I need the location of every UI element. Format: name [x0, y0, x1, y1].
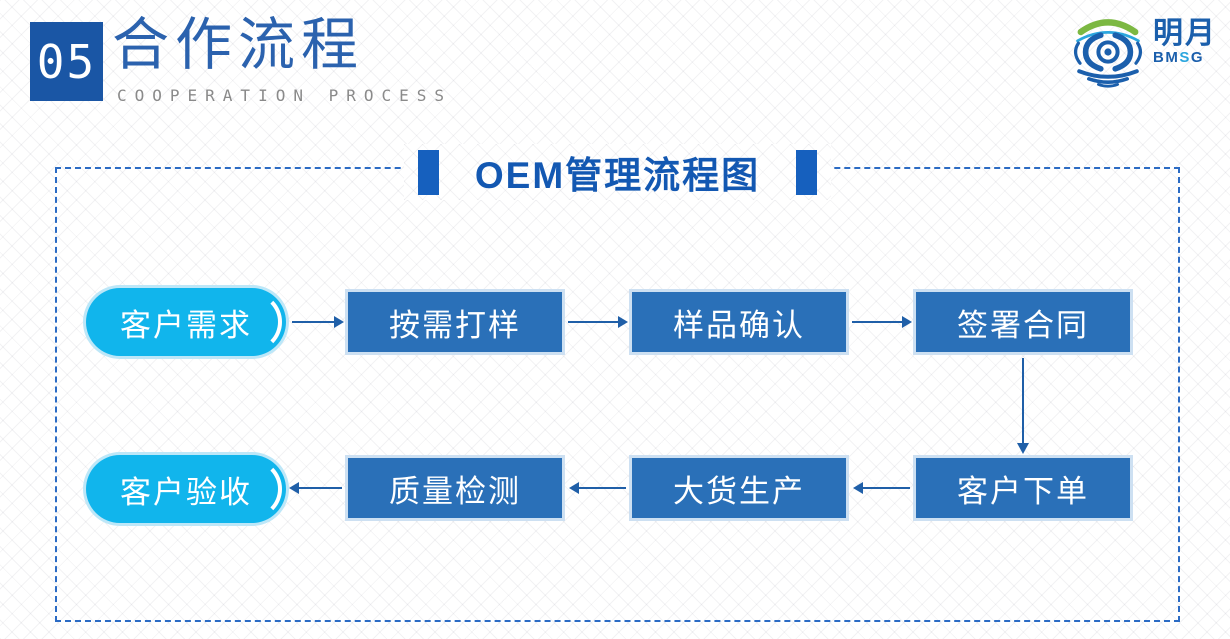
flow-step-bulk-production: 大货生产	[629, 455, 849, 521]
arrow-left-icon	[289, 482, 342, 494]
section-number-box: 05	[30, 22, 103, 101]
title-right-bar-icon	[796, 149, 818, 195]
flow-step-customer-acceptance: 客户验收	[86, 455, 286, 523]
flow-step-label: 客户下单	[957, 473, 1089, 509]
flow-title-group: OEM管理流程图	[404, 144, 831, 200]
logo-text: 明月 BMSG	[1153, 18, 1217, 66]
arrowhead-left-icon	[853, 482, 863, 494]
arrow-right-icon	[852, 316, 912, 328]
flow-step-quality-inspection: 质量检测	[345, 455, 565, 521]
flow-step-sign-contract: 签署合同	[913, 289, 1133, 355]
arrow-right-icon	[568, 316, 628, 328]
flow-step-sample-confirm: 样品确认	[629, 289, 849, 355]
flow-step-label: 签署合同	[957, 307, 1089, 343]
arrowhead-left-icon	[289, 482, 299, 494]
logo-abbr-g: G	[1190, 48, 1205, 66]
arrowhead-right-icon	[618, 316, 628, 328]
arrow-left-icon	[853, 482, 910, 494]
arrowhead-right-icon	[334, 316, 344, 328]
flow-step-customer-demand: 客户需求	[86, 288, 286, 356]
flow-dashed-frame	[55, 167, 1180, 622]
flow-step-label: 按需打样	[389, 307, 521, 343]
arrowhead-left-icon	[569, 482, 579, 494]
company-logo: 明月 BMSG	[1068, 6, 1217, 90]
logo-eye-globe-icon	[1074, 19, 1142, 88]
arrowhead-right-icon	[902, 316, 912, 328]
title-left-bar-icon	[417, 149, 439, 195]
flow-title-row: OEM管理流程图	[55, 144, 1180, 200]
section-subtitle: COOPERATION PROCESS	[117, 86, 453, 105]
arrowhead-down-icon	[1017, 443, 1029, 454]
flow-step-label: 客户验收	[120, 474, 252, 510]
logo-abbr: BMSG	[1153, 48, 1217, 67]
section-number: 05	[36, 34, 97, 89]
flow-step-label: 大货生产	[673, 473, 805, 509]
flow-step-sampling: 按需打样	[345, 289, 565, 355]
arrow-left-icon	[569, 482, 626, 494]
flow-step-label: 样品确认	[673, 307, 805, 343]
arrow-down-icon	[1017, 358, 1029, 454]
logo-abbr-bm: BM	[1153, 48, 1180, 66]
flow-title: OEM管理流程图	[474, 155, 761, 196]
arrow-right-icon	[292, 316, 344, 328]
flow-step-label: 质量检测	[389, 473, 521, 509]
logo-abbr-s: S	[1179, 48, 1191, 66]
section-title: 合作流程	[112, 12, 364, 78]
logo-name: 明月	[1153, 17, 1217, 50]
flow-step-label: 客户需求	[120, 307, 252, 343]
flow-step-customer-order: 客户下单	[913, 455, 1133, 521]
